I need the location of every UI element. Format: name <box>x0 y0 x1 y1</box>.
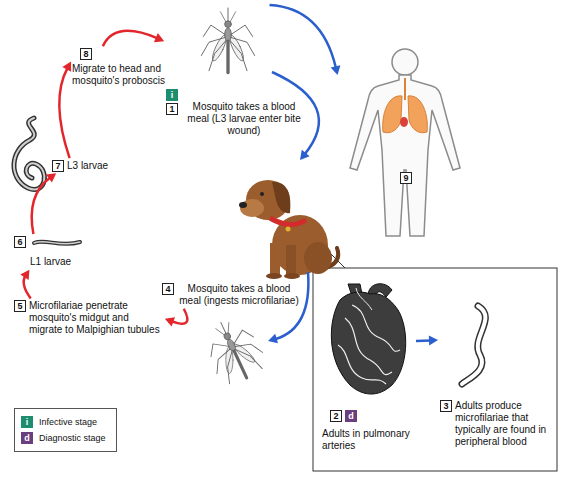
stage-node: 5Microfilariae penetrate mosquito's midg… <box>14 300 163 336</box>
life-cycle-arrow <box>416 335 438 345</box>
callout-number: 9 <box>400 172 412 184</box>
stage-text: L3 larvae <box>67 160 125 172</box>
legend-text: Diagnostic stage <box>39 433 106 444</box>
badge-group: 7 <box>52 160 64 172</box>
legend-row: i Infective stage <box>21 416 106 428</box>
arrow-line <box>32 177 51 234</box>
microfilaria <box>462 306 485 384</box>
badge-group: 4 <box>162 283 174 295</box>
arrow-line <box>103 31 158 46</box>
legend-letter: d <box>24 433 30 443</box>
stage-node: 3Adults produce microfilariae that typic… <box>440 298 553 448</box>
heart-illustration <box>331 284 405 394</box>
infective-badge: i <box>166 89 178 101</box>
stage-text: Migrate to head and mosquito's proboscis <box>72 63 172 87</box>
stage-text: Adults produce microfilariae that typica… <box>455 400 553 448</box>
badge-group: i1 <box>166 89 178 115</box>
badge-group: 2d <box>330 410 414 422</box>
diagnostic-badge: d <box>345 410 357 422</box>
callout-number: 8 <box>80 48 92 60</box>
stage-text: L1 larvae <box>30 256 80 268</box>
legend-letter: i <box>26 417 29 427</box>
stage-node: 4Mosquito takes a blood meal (ingests mi… <box>162 283 301 307</box>
arrow-head <box>62 61 71 71</box>
arrow-head <box>165 317 175 326</box>
legend-text: Infective stage <box>39 417 97 428</box>
life-cycle-arrow <box>103 31 164 46</box>
stage-text: Mosquito takes a blood meal (L3 larvae e… <box>181 101 307 137</box>
legend-row: d Diagnostic stage <box>21 432 106 444</box>
mosquito-top <box>201 8 254 73</box>
arrow-head <box>154 33 164 42</box>
arrow-line <box>171 309 187 324</box>
arrow-head <box>429 335 438 345</box>
arrow-line <box>59 68 69 159</box>
callout-number: 1 <box>166 103 178 115</box>
life-cycle-arrow <box>270 5 341 75</box>
arrow-line <box>270 5 336 68</box>
callout-number: 3 <box>440 400 452 412</box>
l1-larva <box>34 242 80 244</box>
life-cycle-arrow <box>165 309 188 327</box>
box-region <box>313 268 557 471</box>
stage-text: Mosquito takes a blood meal (ingests mic… <box>177 283 301 307</box>
arrow-head <box>20 270 29 280</box>
human-figure <box>350 49 460 236</box>
stage-node: 6 L1 larvae <box>14 236 80 268</box>
stage-node: 9 <box>338 46 472 240</box>
callout-number: 2 <box>330 410 342 422</box>
stage-text: Microfilariae penetrate mosquito's midgu… <box>29 300 163 336</box>
arrow-line <box>416 339 431 342</box>
dog-figure <box>239 180 338 279</box>
life-cycle-arrow <box>32 173 57 234</box>
life-cycle-arrow <box>20 270 30 299</box>
stage-node: 8Migrate to head and mosquito's probosci… <box>72 48 172 87</box>
stage-node: 2dAdults in pulmonary arteries <box>322 284 414 452</box>
callout-number: 6 <box>14 236 26 248</box>
badge-group: 6 <box>14 236 80 248</box>
arrow-head <box>46 173 56 182</box>
stage-node: 7L3 larvae <box>52 160 125 172</box>
badge-group: 3 <box>440 400 452 412</box>
deco-arrow-from-dog <box>268 272 308 343</box>
callout-number: 5 <box>14 300 26 312</box>
badge-group: 8 <box>80 48 172 60</box>
callout-number: 7 <box>52 160 64 172</box>
legend-swatch: i <box>21 416 33 428</box>
stage-text: Adults in pulmonary arteries <box>322 428 414 452</box>
legend-box: i Infective stage d Diagnostic stage <box>14 408 117 452</box>
arrow-head <box>331 65 341 75</box>
stage-node: i1Mosquito takes a blood meal (L3 larvae… <box>166 5 307 137</box>
legend-swatch: d <box>21 432 33 444</box>
badge-group: 5 <box>14 300 26 312</box>
life-cycle-arrow <box>59 61 71 158</box>
mosquito-bottom <box>198 312 270 389</box>
l3-larva <box>14 118 44 190</box>
callout-number: 4 <box>162 283 174 295</box>
